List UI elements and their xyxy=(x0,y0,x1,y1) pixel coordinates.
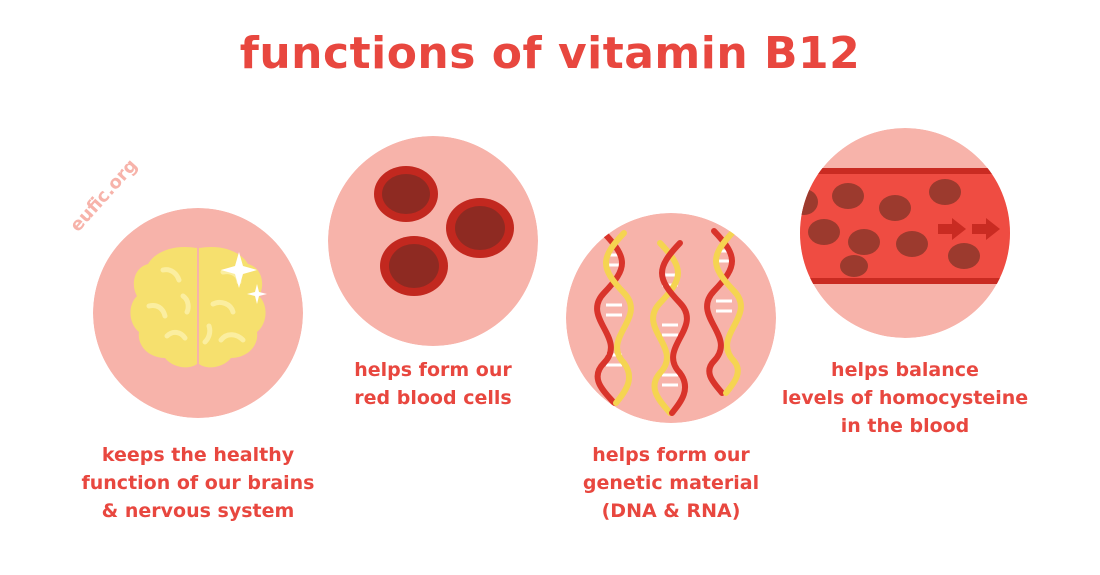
dna-icon xyxy=(566,213,776,423)
caption-homocysteine: helps balance levels of homocysteine in … xyxy=(755,356,1055,440)
red-blood-cell xyxy=(446,198,514,258)
dna-circle xyxy=(566,213,776,423)
red-blood-cell xyxy=(380,236,448,296)
caption-line: genetic material xyxy=(582,472,760,494)
brain-icon xyxy=(93,208,303,418)
caption-line: helps form our xyxy=(592,444,750,466)
caption-line: helps form our xyxy=(354,359,512,381)
red-blood-cell xyxy=(374,166,438,222)
caption-line: red blood cells xyxy=(354,387,512,409)
red-blood-cells-circle xyxy=(328,136,538,346)
caption-line: (DNA & RNA) xyxy=(601,500,741,522)
page-title: functions of vitamin B12 xyxy=(239,28,861,79)
red-blood-cells-icon xyxy=(328,136,538,346)
caption-line: function of our brains xyxy=(81,472,315,494)
flow-arrow-icon xyxy=(938,218,1000,240)
caption-line: helps balance xyxy=(831,359,979,381)
caption-line: keeps the healthy xyxy=(101,444,295,466)
caption-dna: helps form our genetic material (DNA & R… xyxy=(521,441,821,525)
caption-line: in the blood xyxy=(840,415,970,437)
blood-vessel-icon xyxy=(800,128,1010,338)
caption-brain: keeps the healthy function of our brains… xyxy=(48,441,348,525)
brain-circle xyxy=(93,208,303,418)
caption-line: levels of homocysteine xyxy=(781,387,1029,409)
caption-line: & nervous system xyxy=(101,500,295,522)
blood-vessel-circle xyxy=(800,128,1010,338)
caption-red-blood-cells: helps form our red blood cells xyxy=(283,356,583,412)
